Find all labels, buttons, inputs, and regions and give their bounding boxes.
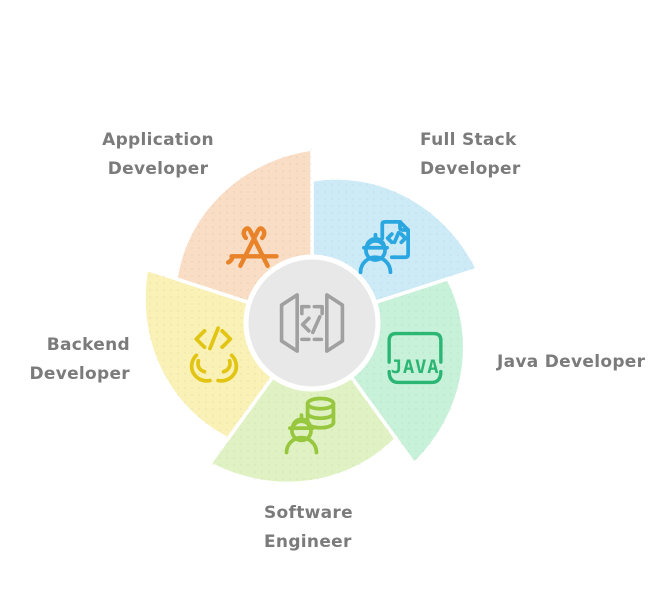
hands-code-icon <box>189 326 239 383</box>
label-application-developer: Application Developer <box>102 130 214 180</box>
label-software-engineer: Software Engineer <box>264 503 353 553</box>
engineer-code-file-icon <box>358 220 410 275</box>
java-badge-text: JAVA <box>391 356 440 378</box>
center-circle <box>243 254 381 392</box>
label-java-developer: Java Developer <box>497 352 646 372</box>
label-full-stack-developer: Full Stack Developer <box>420 130 521 180</box>
engineer-database-icon <box>284 396 336 455</box>
app-store-icon <box>225 226 279 269</box>
label-backend-developer: Backend Developer <box>29 335 130 385</box>
segment-texture-software-engineer <box>209 323 397 484</box>
java-badge-icon: JAVA <box>387 331 443 385</box>
code-panels-icon <box>279 293 345 353</box>
